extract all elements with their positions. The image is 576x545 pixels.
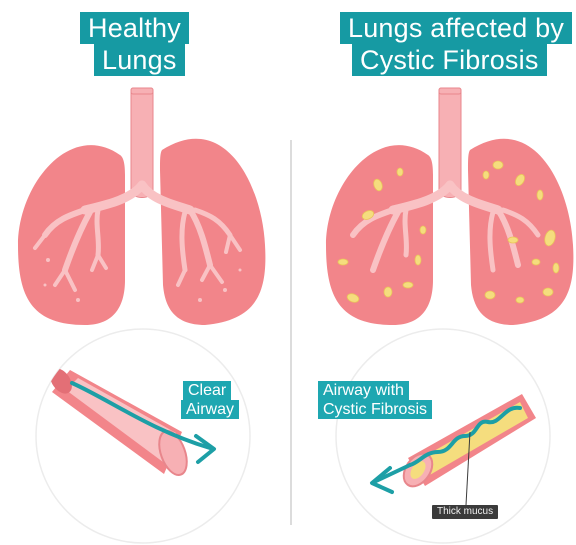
healthy-title-line2: Lungs xyxy=(94,44,185,76)
healthy-lungs xyxy=(18,88,265,325)
cf-title-line1: Lungs affected by xyxy=(340,12,572,44)
lung-icon xyxy=(160,139,265,325)
healthy-airway-panel xyxy=(36,329,250,543)
thick-mucus-label: Thick mucus xyxy=(432,505,498,519)
cf-airway-label-line1: Airway with xyxy=(318,381,409,400)
cf-lungs xyxy=(326,88,573,325)
cf-title-line2: Cystic Fibrosis xyxy=(352,44,547,76)
clear-airway-label-line2: Airway xyxy=(181,400,239,419)
clear-airway-label-line1: Clear xyxy=(183,381,231,400)
cf-airway-label-line2: Cystic Fibrosis xyxy=(318,400,432,419)
healthy-title-line1: Healthy xyxy=(80,12,189,44)
lung-icon xyxy=(18,145,125,325)
lung-icon xyxy=(326,145,433,325)
